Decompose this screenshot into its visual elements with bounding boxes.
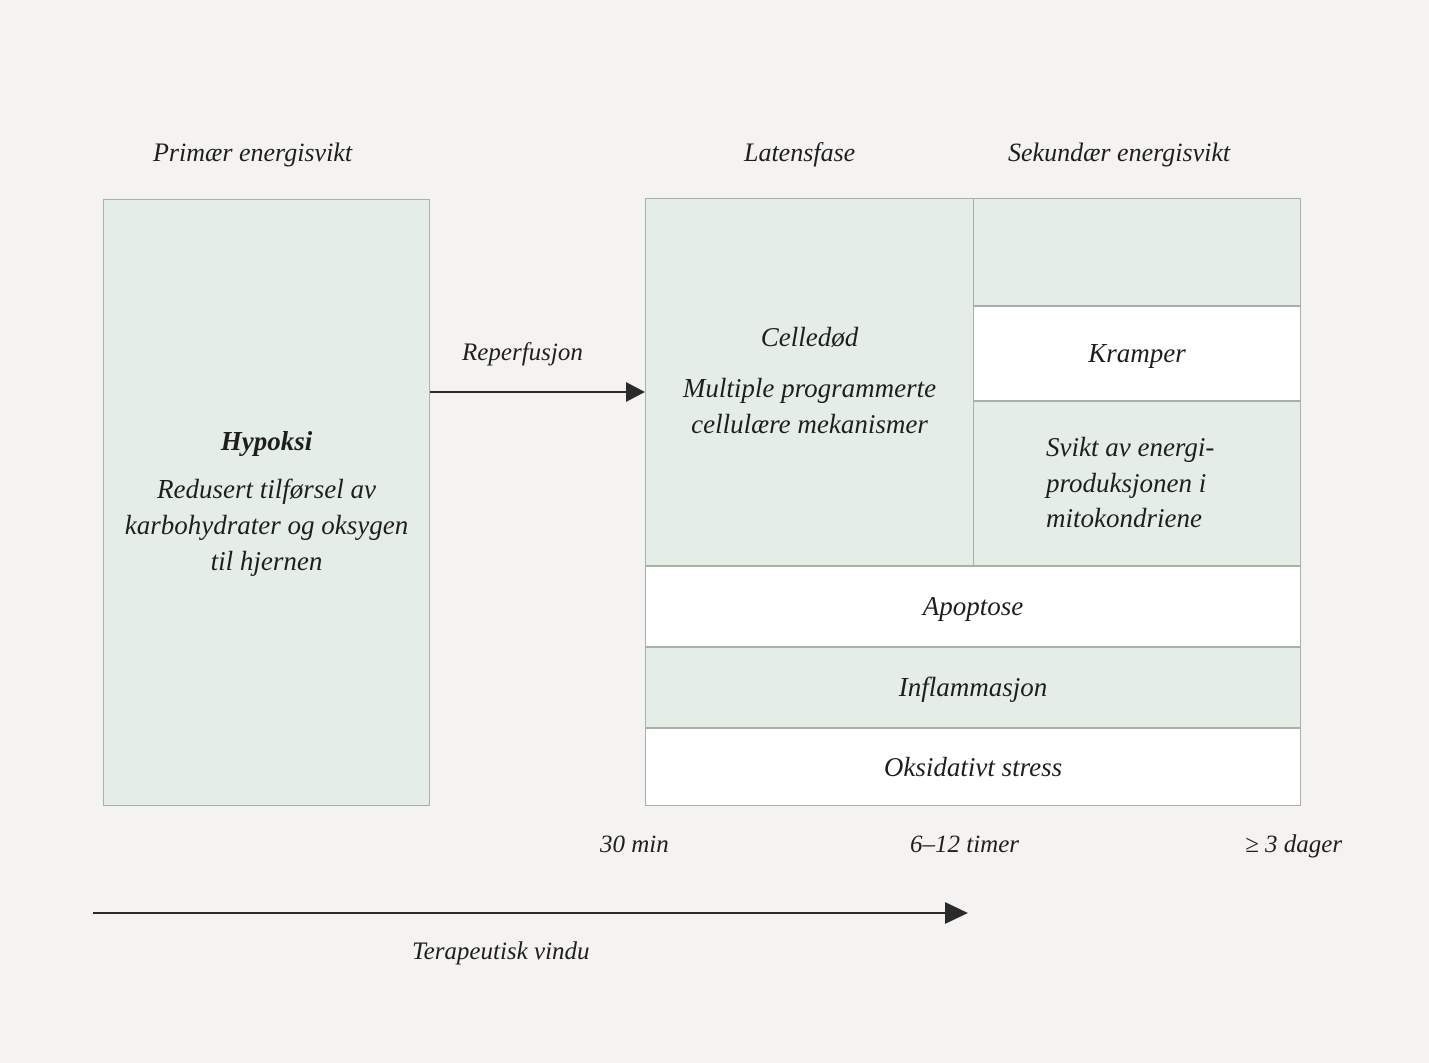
celledod-label: Celledød [760, 321, 859, 352]
secondary-blank-cell [973, 198, 1301, 306]
celledod-box: Celledød Multiple programmerte cellulære… [645, 198, 974, 566]
inflammasjon-row: Inflammasjon [645, 647, 1301, 728]
arrow-right-icon [93, 902, 968, 924]
time-tick-3-dager: ≥ 3 dager [1245, 831, 1343, 858]
inflammasjon-label: Inflammasjon [898, 672, 1048, 703]
apoptose-label: Apoptose [922, 591, 1024, 622]
oksidativt-stress-row: Oksidativt stress [645, 728, 1301, 806]
time-tick-30min: 30 min [600, 831, 669, 858]
arrow-right-icon [430, 382, 645, 402]
phase-header-secondary: Sekundær energisvikt [1008, 138, 1231, 167]
phase-header-primary: Primær energisvikt [153, 138, 353, 167]
terapeutisk-vindu-label: Terapeutisk vindu [412, 938, 590, 965]
svikt-energiproduksjon-label: Svikt av energi-produksjonen i mitokondr… [1046, 431, 1215, 534]
reperfusjon-label: Reperfusjon [462, 339, 583, 366]
phase-header-latens: Latensfase [744, 138, 856, 167]
kramper-box: Kramper [973, 306, 1301, 401]
hypoksi-description: Redusert tilførsel av karbohydrater og o… [124, 473, 409, 576]
celledod-box-content: Celledød Multiple programmerte cellulære… [646, 321, 973, 443]
kramper-label: Kramper [1088, 338, 1186, 369]
multiple-mekanismer-label: Multiple programmerte cellulære mekanism… [682, 373, 937, 440]
hypoksi-box: Hypoksi Redusert tilførsel av karbohydra… [103, 199, 430, 806]
time-tick-6-12-timer: 6–12 timer [910, 831, 1020, 858]
svikt-energiproduksjon-box: Svikt av energi-produksjonen i mitokondr… [973, 401, 1301, 566]
hypoksi-title: Hypoksi [220, 426, 313, 457]
oksidativt-stress-label: Oksidativt stress [883, 751, 1063, 782]
hypoksi-box-content: Hypoksi Redusert tilførsel av karbohydra… [104, 425, 429, 579]
apoptose-row: Apoptose [645, 566, 1301, 647]
